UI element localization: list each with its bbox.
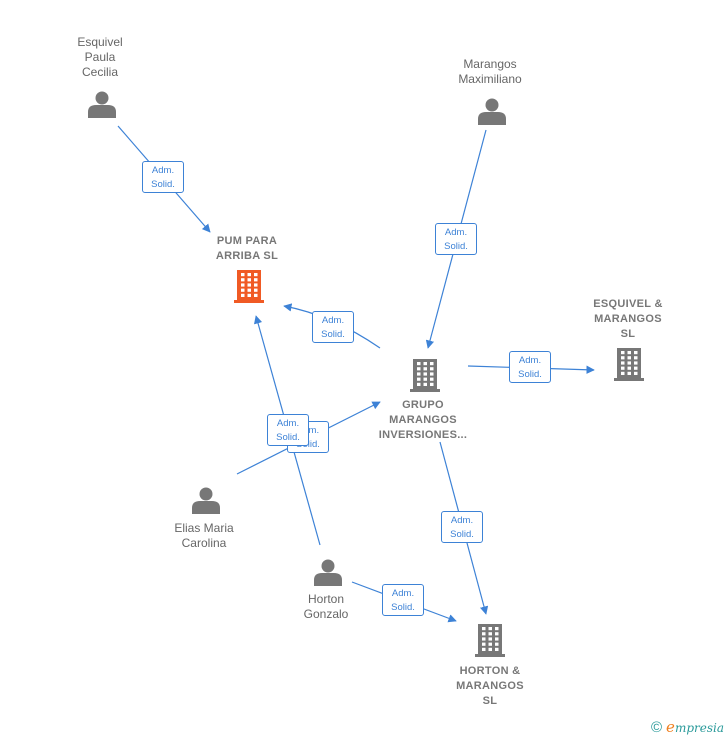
- relation-role: Adm.: [518, 355, 542, 366]
- node-label-pum-para-arriba[interactable]: PUM PARA ARRIBA SL: [215, 235, 279, 262]
- node-label-grupo-marangos[interactable]: GRUPO MARANGOS INVERSIONES...: [378, 399, 468, 441]
- building-icon-pum-para-arriba[interactable]: [234, 270, 264, 303]
- relation-label-r6[interactable]: Adm. Solid.: [267, 414, 309, 446]
- relation-label-r1[interactable]: Adm. Solid.: [142, 161, 184, 193]
- brand-logo[interactable]: empresia: [666, 718, 724, 736]
- relation-type: Solid.: [391, 602, 415, 613]
- footer: © empresia: [651, 718, 724, 736]
- relation-label-r3[interactable]: Adm. Solid.: [312, 311, 354, 343]
- node-label-marangos-max[interactable]: Marangos Maximiliano: [458, 57, 522, 86]
- node-label-horton-gonzalo[interactable]: Horton Gonzalo: [303, 592, 349, 621]
- node-label-esquivel-marangos[interactable]: ESQUIVEL & MARANGOS SL: [593, 298, 663, 340]
- copyright-symbol: ©: [650, 718, 663, 736]
- relation-label-r2[interactable]: Adm. Solid.: [435, 223, 477, 255]
- relation-role: Adm.: [321, 315, 345, 326]
- relation-role: Adm.: [444, 227, 468, 238]
- node-label-esquivel-paula[interactable]: Esquivel Paula Cecilia: [77, 35, 123, 79]
- building-icon-esquivel-marangos[interactable]: [614, 348, 644, 381]
- node-label-elias-maria[interactable]: Elias Maria Carolina: [174, 521, 234, 550]
- relation-type: Solid.: [151, 179, 175, 190]
- building-icon-grupo-marangos[interactable]: [410, 359, 440, 392]
- relation-type: Solid.: [444, 241, 468, 252]
- relation-role: Adm.: [151, 165, 175, 176]
- person-icon-esquivel-paula[interactable]: [88, 91, 116, 119]
- relation-type: Solid.: [276, 432, 300, 443]
- relation-type: Solid.: [450, 529, 474, 540]
- relation-role: Adm.: [450, 515, 474, 526]
- relation-label-r7[interactable]: Adm. Solid.: [441, 511, 483, 543]
- relation-type: Solid.: [321, 329, 345, 340]
- relation-role: Adm.: [391, 588, 415, 599]
- node-label-horton-marangos[interactable]: HORTON & MARANGOS SL: [456, 665, 524, 707]
- person-icon-horton-gonzalo[interactable]: [314, 559, 342, 587]
- relation-type: Solid.: [518, 369, 542, 380]
- relation-label-r8[interactable]: Adm. Solid.: [382, 584, 424, 616]
- person-icon-elias-maria[interactable]: [192, 487, 220, 515]
- relation-label-r4[interactable]: Adm. Solid.: [509, 351, 551, 383]
- brand-initial: e: [666, 718, 675, 736]
- building-icon-horton-marangos[interactable]: [475, 624, 505, 657]
- brand-name: mpresia: [674, 721, 724, 735]
- relation-role: Adm.: [276, 418, 300, 429]
- person-icon-marangos-max[interactable]: [478, 98, 506, 126]
